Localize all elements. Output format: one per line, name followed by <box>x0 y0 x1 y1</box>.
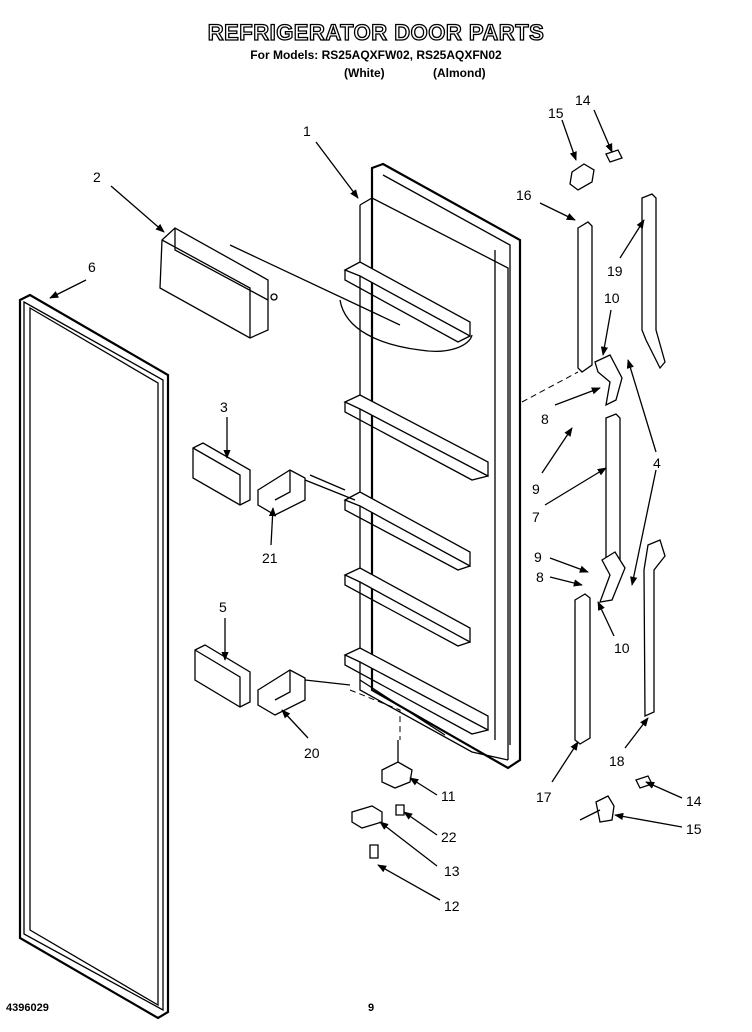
shelf-bin-part-3 <box>192 442 251 506</box>
callout-4: 4 <box>653 455 661 471</box>
hinge-part-13 <box>351 805 383 829</box>
callout-15-bottom: 15 <box>686 821 702 837</box>
shelf-end-part-20 <box>257 669 351 716</box>
shelf-bin-part-5 <box>194 644 251 708</box>
door-shelf-2 <box>343 394 489 481</box>
stop-part-15-top <box>569 163 595 191</box>
door-gasket-part <box>18 293 170 1020</box>
callout-10-bottom: 10 <box>614 640 630 656</box>
screw-part-14-bottom <box>635 775 653 789</box>
document-number: 4396029 <box>6 1002 49 1014</box>
callout-13: 13 <box>444 863 460 879</box>
callout-6: 6 <box>88 259 96 275</box>
door-liner-part <box>339 162 522 770</box>
callout-19: 19 <box>607 263 623 279</box>
callout-22: 22 <box>441 829 457 845</box>
trim-part-18 <box>643 539 666 717</box>
callout-15-top: 15 <box>548 105 564 121</box>
page-number: 9 <box>368 1002 375 1014</box>
callout-8-top: 8 <box>541 411 549 427</box>
callout-3: 3 <box>220 399 228 415</box>
callout-9-bottom: 9 <box>534 549 542 565</box>
shelf-end-part-21 <box>257 469 356 516</box>
callout-20: 20 <box>304 745 320 761</box>
callout-16: 16 <box>516 187 532 203</box>
hinge-part-11 <box>381 740 413 789</box>
dairy-door-part <box>159 227 401 339</box>
callout-labels: 1 2 3 4 5 6 7 8 8 9 9 10 10 11 12 13 14 … <box>88 92 702 914</box>
trim-part-17 <box>574 593 591 745</box>
callout-5: 5 <box>219 599 227 615</box>
callout-21: 21 <box>262 550 278 566</box>
diagram-title: REFRIGERATOR DOOR PARTS <box>207 19 545 45</box>
door-shelf-5 <box>343 647 489 735</box>
stop-part-15-bottom <box>595 795 615 823</box>
callout-10-top: 10 <box>604 290 620 306</box>
door-shelf-3 <box>343 491 471 571</box>
variant-white: (White) <box>344 66 385 80</box>
callout-12: 12 <box>444 898 460 914</box>
variant-almond: (Almond) <box>433 66 486 80</box>
trim-part-16 <box>577 221 593 373</box>
callout-2: 2 <box>93 169 101 185</box>
model-numbers: For Models: RS25AQXFW02, RS25AQXFN02 <box>250 48 502 62</box>
door-shelf-1 <box>343 261 471 343</box>
callout-leaders <box>49 109 683 901</box>
callout-11: 11 <box>441 788 456 804</box>
screw-part-14-top <box>605 149 623 163</box>
callout-18: 18 <box>609 753 625 769</box>
callout-9-top: 9 <box>532 481 540 497</box>
screw-part-12 <box>369 844 379 859</box>
callout-8-bottom: 8 <box>536 569 544 585</box>
trim-part-19 <box>641 193 666 370</box>
hinge-bottom-part <box>599 551 626 603</box>
trim-part-7 <box>605 413 621 573</box>
callout-14-bottom: 14 <box>686 793 702 809</box>
callout-14-top: 14 <box>575 92 591 108</box>
callout-17: 17 <box>536 789 552 805</box>
door-shelf-4 <box>343 567 471 647</box>
hinge-top-part <box>594 354 623 407</box>
callout-7: 7 <box>532 509 540 525</box>
screw-part-22 <box>395 804 405 816</box>
callout-1: 1 <box>303 123 311 139</box>
